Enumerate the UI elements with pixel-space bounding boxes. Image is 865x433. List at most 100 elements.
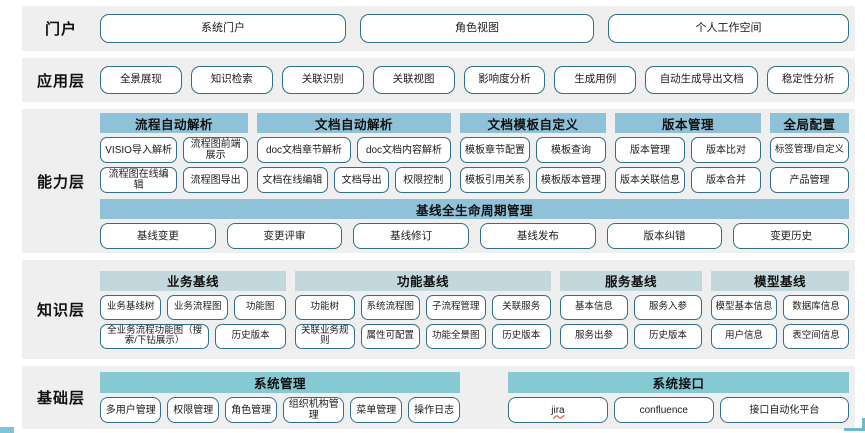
kn-chip-function-panorama[interactable]: 功能全景图: [426, 323, 486, 349]
row-label-capability: 能力层: [36, 173, 85, 191]
row-knowledge-body: 业务基线 业务基线树 业务流程图 功能图 全业务流程功能图（搜索/下钻展示） 历…: [100, 266, 855, 354]
group-version-row1: 版本管理 版本比对: [615, 137, 761, 164]
group-title-business-baseline: 业务基线: [100, 270, 286, 291]
kn-chip-service-basic-info[interactable]: 基本信息: [560, 294, 628, 320]
cap-chip-version-merge[interactable]: 版本合并: [691, 167, 761, 194]
kn-chip-business-history[interactable]: 历史版本: [215, 323, 286, 349]
cap-chip-doc-export[interactable]: 文档导出: [333, 167, 390, 194]
kn-chip-function-diagram[interactable]: 功能图: [234, 294, 286, 320]
cap-chip-process-export[interactable]: 流程图导出: [183, 167, 248, 194]
row-portal-body: 系统门户 角色视图 个人工作空间: [100, 13, 855, 43]
capability-group-global: 全局配置 标签管理/自定义 产品管理: [770, 113, 849, 194]
application-item-6[interactable]: 自动生成导出文档: [645, 66, 759, 95]
cap-chip-template-reference[interactable]: 模板引用关系: [460, 167, 530, 194]
cap-chip-visio-import[interactable]: VISIO导入解析: [100, 137, 178, 164]
cap-chip-tag-manage[interactable]: 标签管理/自定义: [770, 137, 849, 164]
cap-chip-template-section-config[interactable]: 模板章节配置: [460, 137, 530, 164]
base-chip-role-manage[interactable]: 角色管理: [225, 397, 277, 424]
kn-chip-service-output-param[interactable]: 服务出参: [560, 323, 628, 349]
jira-label: jira: [551, 404, 565, 416]
knowledge-group-model: 模型基线 模型基本信息 数据库信息 用户信息 表空间信息: [711, 270, 849, 349]
row-application: 应用层 全景展现 知识检索 关联识别 关联视图 影响度分析 生成用例 自动生成导…: [22, 57, 855, 103]
cap-chip-process-online-edit[interactable]: 流程图在线编辑: [100, 167, 178, 194]
lifecycle-items: 基线变更 变更评审 基线修订 基线发布 版本纠错 变更历史: [100, 223, 850, 250]
base-chip-interface-automation[interactable]: 接口自动化平台: [719, 397, 850, 424]
kn-chip-function-history[interactable]: 历史版本: [491, 323, 551, 349]
kn-chip-attribute-configurable[interactable]: 属性可配置: [360, 323, 420, 349]
lifecycle-item-1[interactable]: 变更评审: [226, 223, 343, 250]
base-chip-menu-manage[interactable]: 菜单管理: [350, 397, 403, 424]
kn-chip-service-history[interactable]: 历史版本: [634, 323, 702, 349]
base-chip-operation-log[interactable]: 操作日志: [408, 397, 460, 424]
lifecycle-item-0[interactable]: 基线变更: [100, 223, 216, 250]
capability-group-version: 版本管理 版本管理 版本比对 版本关联信息 版本合并: [615, 113, 761, 194]
kn-chip-tablespace-info[interactable]: 表空间信息: [783, 323, 849, 349]
cap-chip-doc-section-parse[interactable]: doc文档章节解析: [257, 137, 351, 164]
application-item-5[interactable]: 生成用例: [554, 66, 637, 95]
lifecycle-item-3[interactable]: 基线发布: [480, 223, 596, 250]
portal-item-1[interactable]: 角色视图: [360, 13, 594, 43]
kn-chip-related-service[interactable]: 关联服务: [491, 294, 551, 320]
cap-chip-process-frontend[interactable]: 流程图前端展示: [183, 137, 248, 164]
cap-chip-product-manage[interactable]: 产品管理: [770, 167, 849, 194]
application-item-4[interactable]: 影响度分析: [463, 66, 546, 95]
group-title-model-baseline: 模型基线: [711, 270, 849, 291]
group-title-function-baseline: 功能基线: [295, 270, 551, 291]
kn-chip-model-basic-info[interactable]: 模型基本信息: [711, 294, 777, 320]
cap-chip-template-version[interactable]: 模板版本管理: [536, 167, 606, 194]
kn-chip-function-tree[interactable]: 功能树: [295, 294, 355, 320]
portal-item-2[interactable]: 个人工作空间: [608, 13, 849, 43]
group-title-template: 文档模板自定义: [460, 113, 606, 134]
row-label-knowledge: 知识层: [36, 302, 85, 320]
model-baseline-row1: 模型基本信息 数据库信息: [711, 294, 849, 320]
kn-chip-system-flowchart[interactable]: 系统流程图: [360, 294, 420, 320]
cap-chip-version-manage[interactable]: 版本管理: [615, 137, 685, 164]
kn-chip-service-input-param[interactable]: 服务入参: [634, 294, 702, 320]
base-chip-org-manage[interactable]: 组织机构管理: [283, 397, 345, 424]
function-baseline-row1: 功能树 系统流程图 子流程管理 关联服务: [295, 294, 551, 320]
kn-chip-subprocess-manage[interactable]: 子流程管理: [426, 294, 486, 320]
cap-chip-version-compare[interactable]: 版本比对: [691, 137, 761, 164]
cap-chip-doc-content-parse[interactable]: doc文档内容解析: [357, 137, 451, 164]
kn-chip-user-info[interactable]: 用户信息: [711, 323, 777, 349]
row-knowledge: 知识层 业务基线 业务基线树 业务流程图 功能图 全业务流程功能图（搜索/下钻展…: [22, 260, 855, 360]
service-baseline-row1: 基本信息 服务入参: [560, 294, 702, 320]
portal-item-0[interactable]: 系统门户: [100, 13, 346, 43]
decorative-corner-right: [844, 418, 865, 431]
group-process-row2: 流程图在线编辑 流程图导出: [100, 167, 248, 194]
group-global-row1: 标签管理/自定义: [770, 137, 849, 164]
application-item-1[interactable]: 知识检索: [190, 66, 273, 95]
capability-group-process: 流程自动解析 VISIO导入解析 流程图前端展示 流程图在线编辑 流程图导出: [100, 113, 248, 194]
system-interface-row: jira confluence 接口自动化平台: [508, 397, 850, 424]
group-template-row2: 模板引用关系 模板版本管理: [460, 167, 606, 194]
application-item-2[interactable]: 关联识别: [281, 66, 364, 95]
lifecycle-item-4[interactable]: 版本纠错: [606, 223, 723, 250]
kn-chip-business-baseline-tree[interactable]: 业务基线树: [100, 294, 162, 320]
application-item-7[interactable]: 稳定性分析: [767, 66, 850, 95]
model-baseline-row2: 用户信息 表空间信息: [711, 323, 849, 349]
application-item-0[interactable]: 全景展现: [100, 66, 182, 95]
business-baseline-row1: 业务基线树 业务流程图 功能图: [100, 294, 286, 320]
kn-chip-related-business-rule[interactable]: 关联业务规则: [295, 323, 355, 349]
kn-chip-full-business-flow[interactable]: 全业务流程功能图（搜索/下钻展示）: [100, 323, 210, 349]
knowledge-group-function: 功能基线 功能树 系统流程图 子流程管理 关联服务 关联业务规则 属性可配置 功…: [295, 270, 551, 349]
base-chip-jira[interactable]: jira: [508, 397, 608, 424]
cap-chip-permission-control[interactable]: 权限控制: [395, 167, 451, 194]
base-group-system-manage: 系统管理 多用户管理 权限管理 角色管理 组织机构管理 菜单管理 操作日志: [100, 372, 460, 424]
application-item-3[interactable]: 关联视图: [372, 66, 455, 95]
row-label-base: 基础层: [36, 390, 85, 408]
cap-chip-template-query[interactable]: 模板查询: [536, 137, 606, 164]
service-baseline-row2: 服务出参 历史版本: [560, 323, 702, 349]
business-baseline-row2: 全业务流程功能图（搜索/下钻展示） 历史版本: [100, 323, 286, 349]
base-chip-confluence[interactable]: confluence: [613, 397, 714, 424]
kn-chip-business-flowchart[interactable]: 业务流程图: [167, 294, 229, 320]
base-chip-permission-manage[interactable]: 权限管理: [167, 397, 220, 424]
base-chip-multi-user-manage[interactable]: 多用户管理: [100, 397, 162, 424]
group-global-row2: 产品管理: [770, 167, 849, 194]
group-title-version: 版本管理: [615, 113, 761, 134]
kn-chip-database-info[interactable]: 数据库信息: [783, 294, 849, 320]
lifecycle-item-2[interactable]: 基线修订: [353, 223, 470, 250]
cap-chip-doc-online-edit[interactable]: 文档在线编辑: [257, 167, 328, 194]
cap-chip-version-relation[interactable]: 版本关联信息: [615, 167, 685, 194]
lifecycle-item-5[interactable]: 变更历史: [733, 223, 850, 250]
